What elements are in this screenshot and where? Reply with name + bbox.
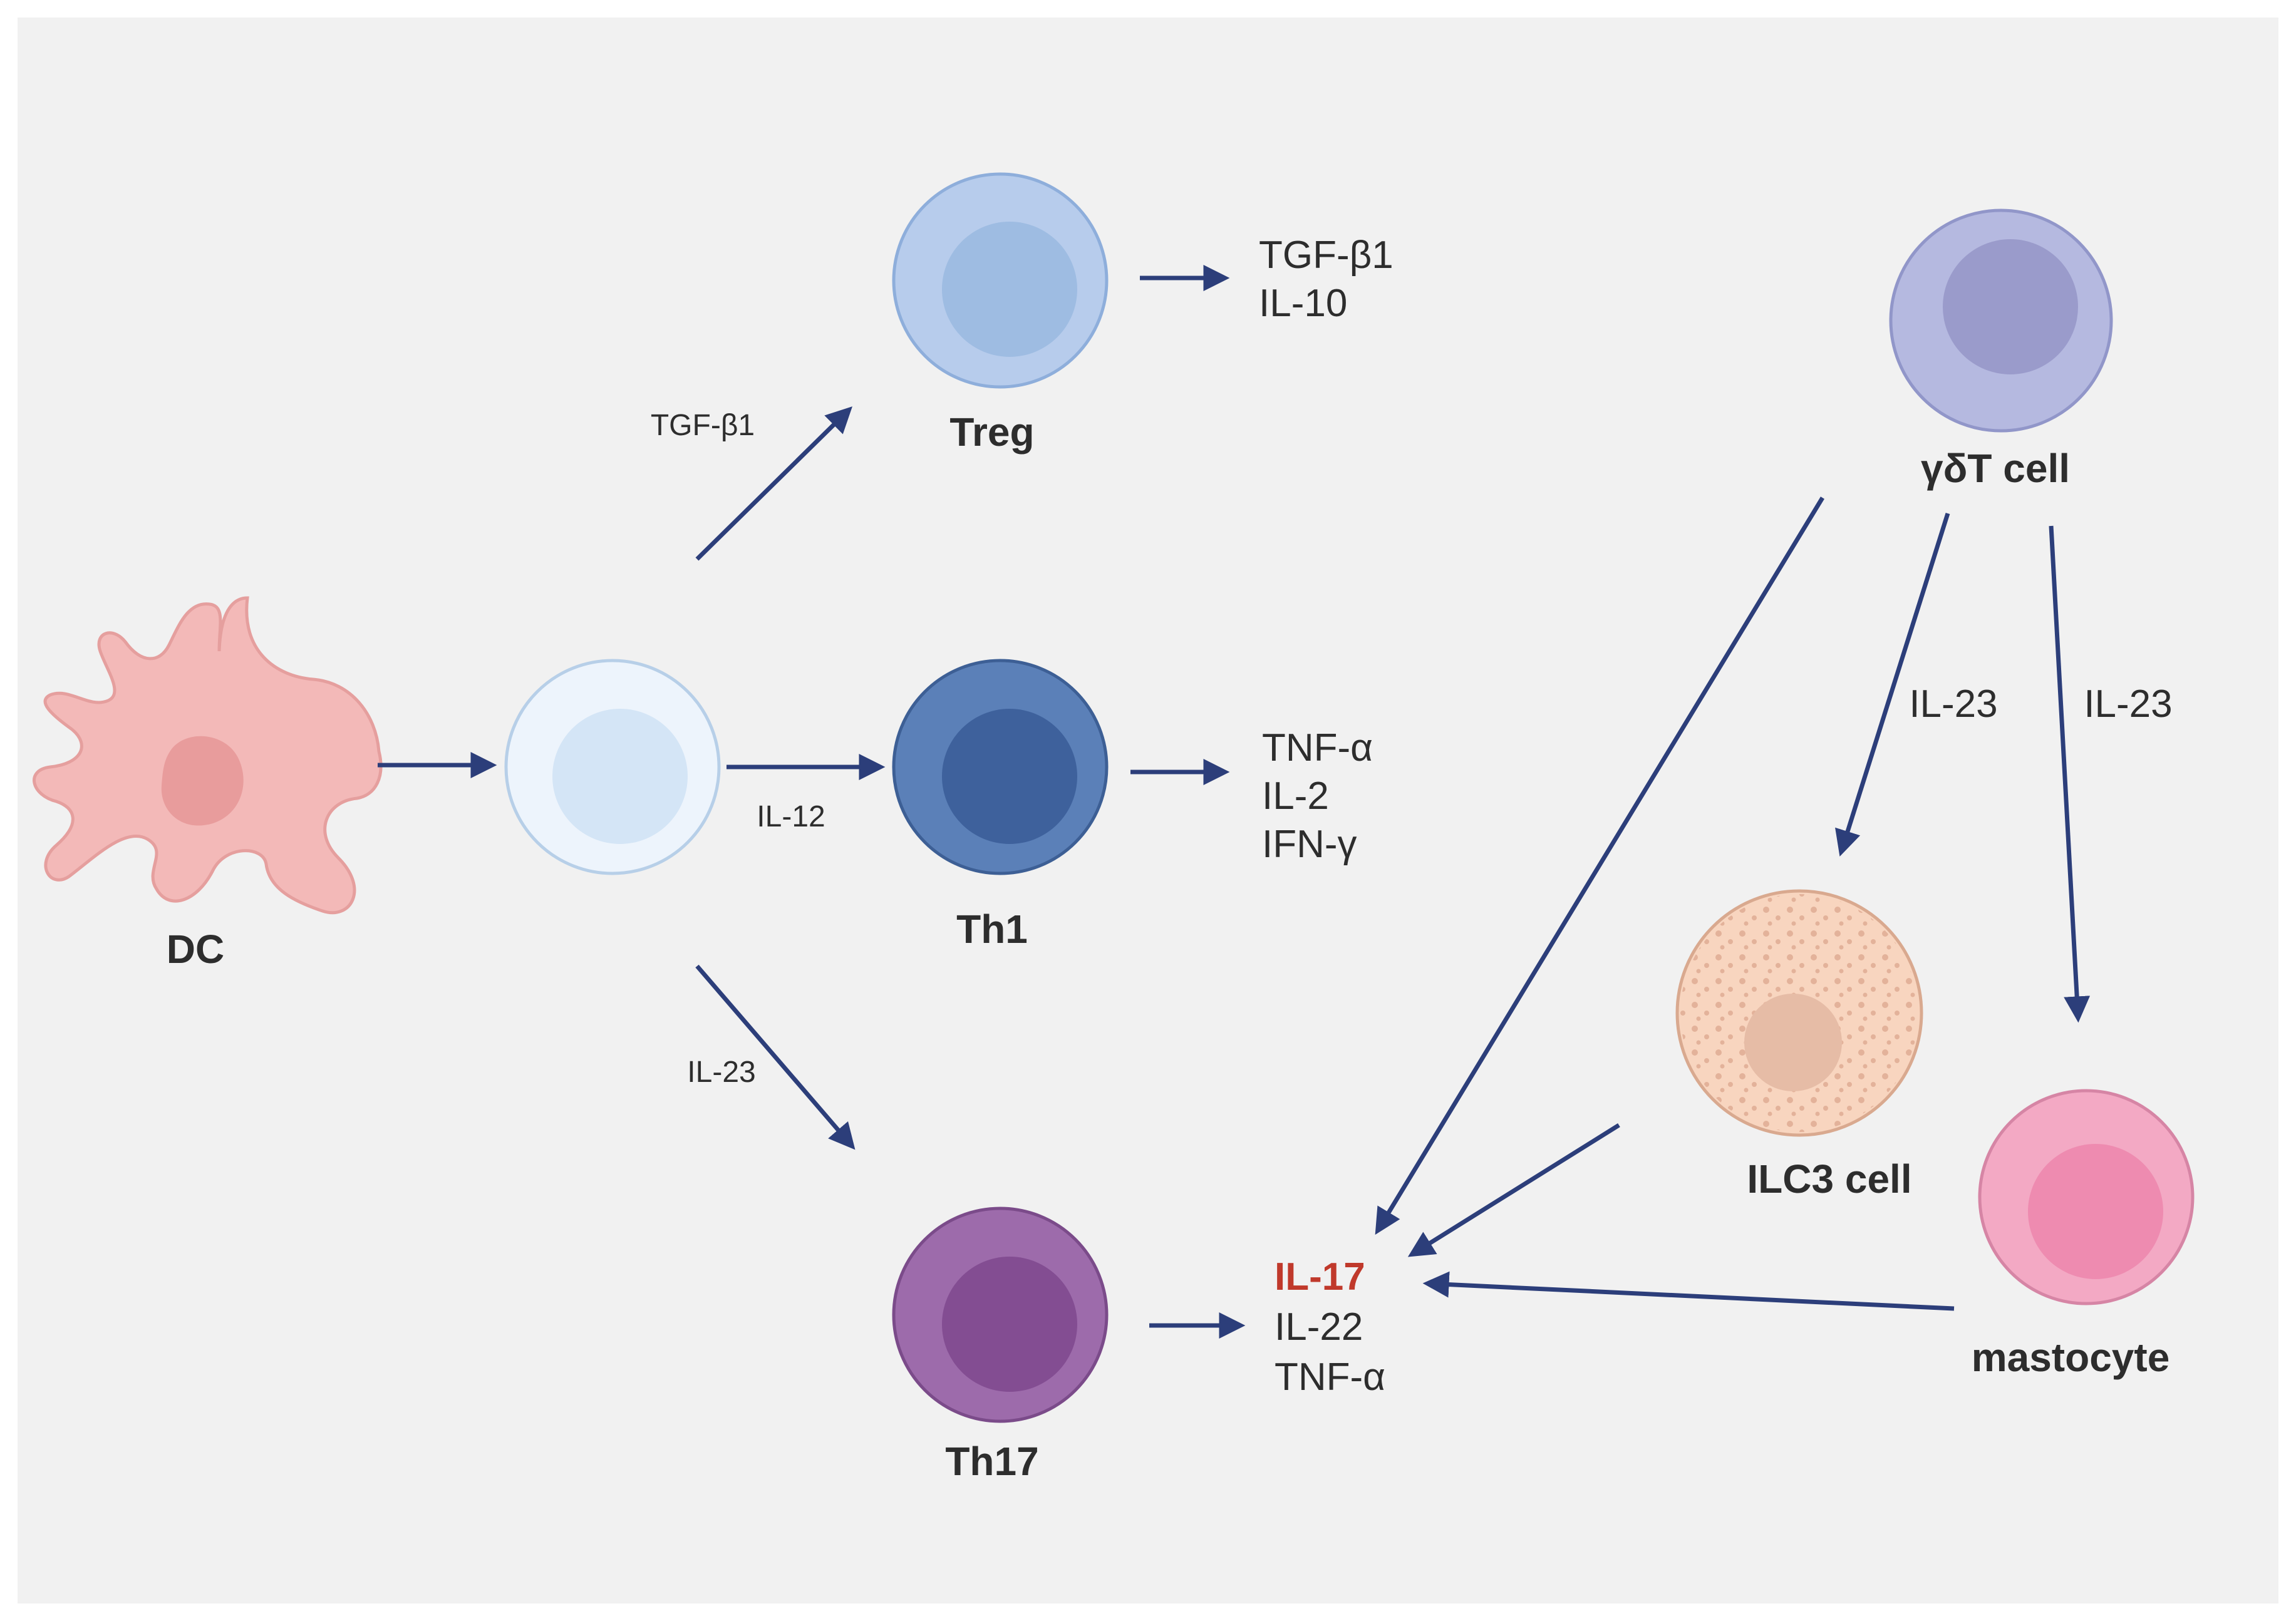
cytokine-item: IL-2 (1262, 774, 1329, 818)
cytokine-item-il17: IL-17 (1275, 1255, 1365, 1299)
cytokine-item: TNF-α (1275, 1356, 1385, 1399)
cytokine-item: IL-10 (1259, 282, 1347, 325)
ilc3-cell-icon (1675, 889, 1923, 1137)
th17-label: Th17 (945, 1439, 1038, 1484)
th1-cytokine-list: TNF-α IL-2 IFN-γ (1262, 726, 1373, 866)
treg-cytokine-list: TGF-β1 IL-10 (1259, 234, 1394, 325)
cytokine-item: IL-22 (1275, 1305, 1363, 1349)
gamma-delta-t-cell-icon (1889, 208, 2113, 433)
cytokine-item: TNF-α (1262, 726, 1373, 769)
edge-label-to-th17: IL-23 (687, 1056, 755, 1089)
dendritic-cell-icon (33, 596, 383, 915)
th17-cytokine-list: IL-17 IL-22 TNF-α (1275, 1255, 1385, 1399)
cytokine-item: IFN-γ (1262, 823, 1357, 866)
arrow-mastocyte-to-il17 (1422, 1271, 1955, 1311)
mastocyte-icon (1978, 1089, 2195, 1305)
edge-label-to-treg: TGF-β1 (651, 409, 755, 442)
th1-cell-icon (892, 659, 1109, 875)
edge-label-gdt-to-mastocyte: IL-23 (2084, 682, 2172, 726)
th1-label: Th1 (956, 907, 1028, 952)
arrow-gdt-to-mastocyte (2049, 525, 2091, 1023)
cytokine-item: TGF-β1 (1259, 234, 1394, 277)
arrow-naive-to-th17 (695, 964, 856, 1150)
arrow-gdt-to-il17 (1375, 497, 1824, 1235)
naive-t-cell-icon (504, 659, 721, 875)
ilc3-cell-label: ILC3 cell (1747, 1156, 1911, 1202)
edge-label-gdt-to-ilc3: IL-23 (1909, 682, 1997, 726)
mastocyte-label: mastocyte (1972, 1335, 2170, 1380)
arrow-naive-to-treg (695, 406, 852, 561)
dc-label: DC (167, 927, 224, 972)
treg-label: Treg (949, 409, 1034, 455)
edge-label-to-th1: IL-12 (757, 800, 825, 833)
gamma-delta-t-cell-label: γδT cell (1921, 446, 2070, 491)
th17-cell-icon (892, 1207, 1109, 1423)
arrow-gdt-to-ilc3 (1835, 512, 1950, 857)
arrow-ilc3-to-il17 (1407, 1123, 1620, 1257)
treg-cell-icon (892, 172, 1109, 389)
